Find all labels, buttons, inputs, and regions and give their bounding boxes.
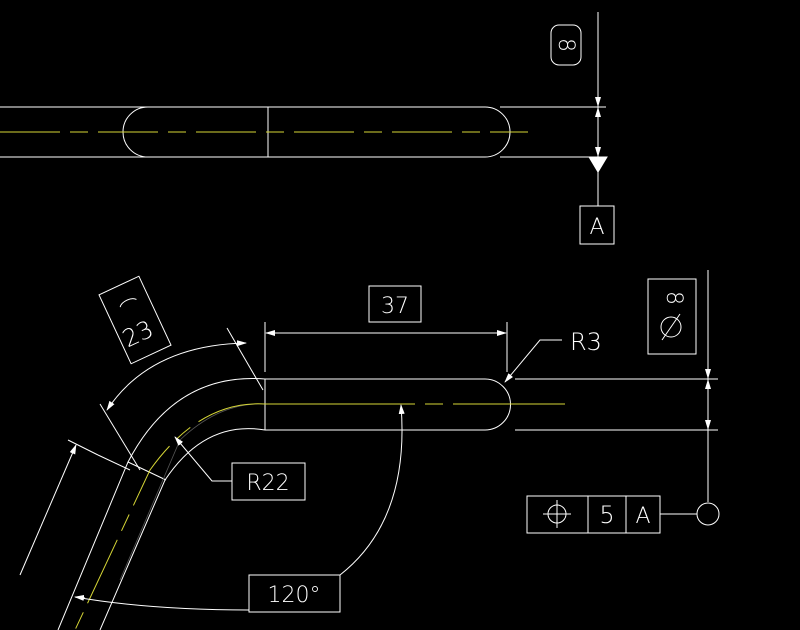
angle-value: 120° — [268, 583, 321, 608]
dim37-box — [368, 285, 422, 323]
bend-centerline — [74, 403, 266, 630]
r3-label: R3 — [570, 328, 602, 356]
arc-dim-ext-1 — [226, 327, 264, 391]
bend-rod-tangent-line-2 — [127, 461, 167, 481]
bend-rod-inner-outline — [99, 428, 266, 630]
bend-view — [19, 270, 720, 630]
fcf-leader-terminator — [696, 502, 720, 526]
fcf-tolerance: 5 — [599, 501, 614, 529]
angle-arc-tick — [74, 594, 86, 601]
arc-dim-ext-2 — [99, 403, 141, 471]
datum-box — [579, 205, 615, 245]
bend-rod-inner-bend — [119, 403, 266, 581]
arc-dim-box — [98, 275, 172, 365]
arc-dim-line — [106, 340, 247, 411]
angle-box — [248, 574, 341, 613]
r3-leader — [504, 339, 562, 383]
top-diameter-basic-dim — [550, 24, 582, 66]
fcf-datum: A — [635, 504, 650, 529]
top-diameter-value: 8 — [553, 38, 578, 52]
angle-ext-2 — [67, 439, 99, 456]
r22-label: R22 — [246, 471, 289, 496]
diameter-symbol-circle — [660, 316, 682, 338]
r22-leader — [174, 436, 232, 482]
angle-arc — [74, 405, 402, 611]
bend-rod-outer-outline — [57, 377, 266, 630]
datum-triangle-symbol — [588, 156, 608, 173]
angle-dim-left — [19, 444, 77, 576]
angle-ext-1 — [97, 454, 131, 471]
right-diameter-box — [647, 278, 697, 355]
arc-length-value: 23 — [118, 315, 158, 353]
diameter-symbol-slash — [661, 313, 681, 341]
datum-label: A — [589, 215, 604, 240]
top-view — [0, 12, 615, 245]
r22-box — [231, 462, 306, 501]
dim37-value: 37 — [381, 294, 409, 319]
right-diameter-value: 8 — [661, 291, 686, 305]
